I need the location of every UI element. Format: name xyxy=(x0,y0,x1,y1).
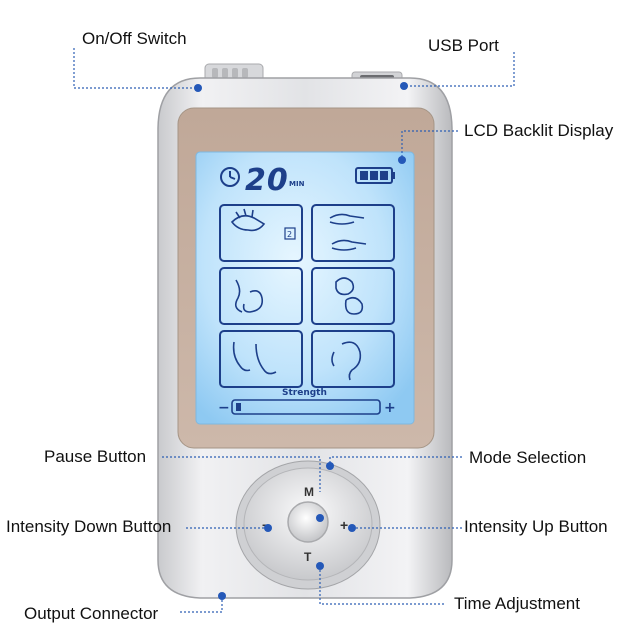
mode-badge-box xyxy=(284,227,296,240)
mode-cell-feet xyxy=(219,330,303,388)
callout-dots xyxy=(194,82,408,600)
feet-icon xyxy=(232,341,277,375)
mode-cell-head xyxy=(311,267,395,325)
dot-lcd xyxy=(398,156,406,164)
clock-icon xyxy=(220,167,240,187)
lcd-display: 20 MIN 2 S xyxy=(195,151,415,425)
time-adjustment-label: Time Adjustment xyxy=(454,594,580,613)
strength-label: Strength xyxy=(282,388,327,398)
timer-value: 20 xyxy=(245,163,289,198)
on-off-switch-label: On/Off Switch xyxy=(82,29,187,48)
leader-lines xyxy=(73,48,515,613)
dot-int-up xyxy=(348,524,356,532)
pause-button-label: Pause Button xyxy=(44,447,147,466)
mode-cell-fingers xyxy=(311,204,395,262)
head-icon xyxy=(335,277,364,315)
dot-on-off xyxy=(194,84,202,92)
dot-time xyxy=(316,562,324,570)
usb-port-label: USB Port xyxy=(428,36,499,55)
hand-icon xyxy=(230,208,266,232)
dot-usb xyxy=(400,82,408,90)
strength-plus: + xyxy=(384,400,396,416)
dot-output xyxy=(218,592,226,600)
intensity-up-button-label: Intensity Up Button xyxy=(464,517,608,536)
plus-key-label[interactable]: + xyxy=(340,517,348,533)
keypad: M T − + xyxy=(235,460,381,590)
fingers-icon xyxy=(329,213,367,251)
mode-cell-stomach xyxy=(219,267,303,325)
timer-unit: MIN xyxy=(289,180,305,188)
lcd-backlit-display-label: LCD Backlit Display xyxy=(464,121,614,140)
strength-minus: − xyxy=(218,400,230,416)
strength-bar-fill xyxy=(236,403,241,411)
dot-int-down xyxy=(264,524,272,532)
dot-pause xyxy=(316,514,324,522)
dot-mode xyxy=(326,462,334,470)
output-connector-label: Output Connector xyxy=(24,604,159,623)
mode-cell-hand xyxy=(219,204,303,262)
stomach-icon xyxy=(234,279,264,313)
mode-grid xyxy=(219,204,395,388)
mode-cell-ear xyxy=(311,330,395,388)
battery-icon xyxy=(355,167,395,184)
pause-button-key[interactable] xyxy=(287,501,329,543)
strength-bar xyxy=(231,399,381,415)
intensity-down-button-label: Intensity Down Button xyxy=(6,517,172,536)
mode-key-label[interactable]: M xyxy=(304,485,314,499)
mode-badge: 2 xyxy=(287,230,292,239)
ear-icon xyxy=(331,341,362,381)
time-key-label[interactable]: T xyxy=(304,550,312,564)
mode-selection-label: Mode Selection xyxy=(469,448,587,467)
